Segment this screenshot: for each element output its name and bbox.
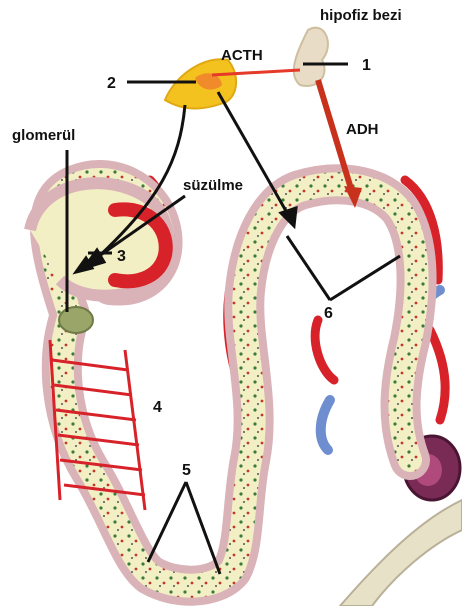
pituitary-gland-icon — [294, 28, 328, 86]
label-acth: ACTH — [221, 47, 263, 64]
label-number-5: 5 — [182, 462, 191, 479]
label-number-2: 2 — [107, 75, 116, 92]
label-number-3: 3 — [117, 248, 126, 265]
label-number-4: 4 — [153, 399, 162, 416]
label-suzulme: süzülme — [183, 177, 243, 194]
label-number-6: 6 — [324, 305, 333, 322]
glomerulus-icon — [59, 307, 93, 333]
label-adh: ADH — [346, 121, 379, 138]
label-glomerul: glomerül — [12, 127, 75, 144]
adrenal-gland-icon — [165, 59, 236, 108]
label-hipofiz-bezi: hipofiz bezi — [320, 7, 402, 24]
label-number-1: 1 — [362, 57, 371, 74]
